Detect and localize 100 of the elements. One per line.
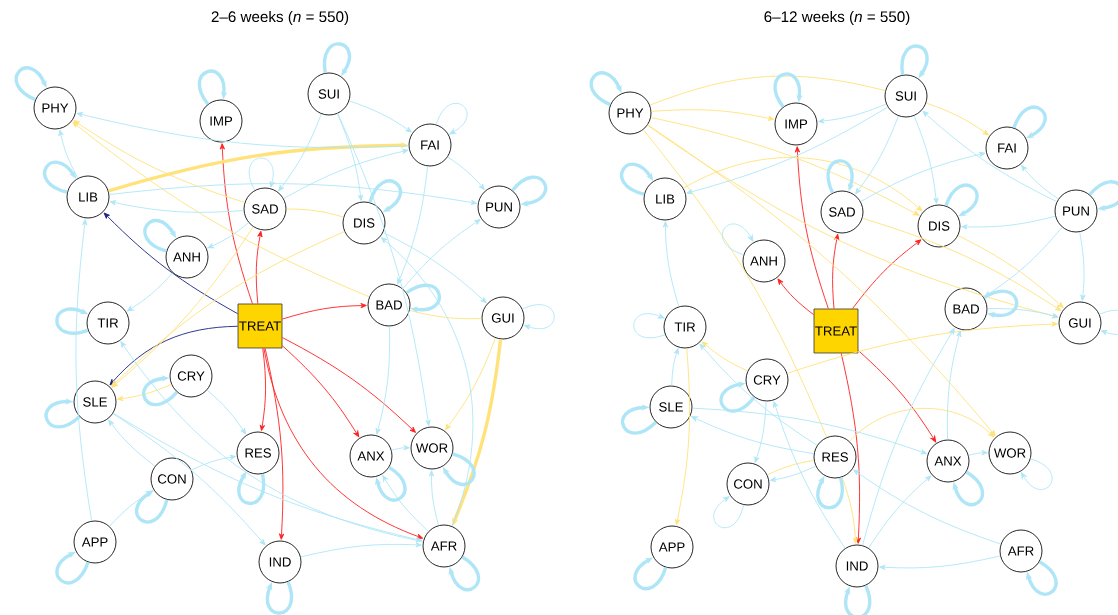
arrow (692, 407, 927, 455)
arrow (683, 157, 923, 212)
arrow (108, 183, 478, 205)
arrow (794, 146, 829, 310)
arrow (117, 384, 172, 402)
arrow (283, 148, 409, 199)
loop-arrow (248, 157, 275, 191)
arrow (219, 143, 253, 305)
arrow (832, 233, 840, 310)
arrow (651, 109, 775, 121)
loop-arrow (522, 304, 555, 330)
loop-arrow (135, 490, 169, 524)
arrow (109, 200, 244, 213)
loop-arrow (143, 219, 177, 253)
arrow (860, 151, 986, 202)
arrow (445, 337, 496, 431)
arrow (126, 272, 174, 312)
arrow (337, 113, 431, 426)
loop-arrow (1012, 105, 1047, 139)
loop-arrow (1020, 458, 1053, 490)
loop-arrow (448, 555, 480, 592)
arrow (852, 239, 922, 310)
loop-arrow (633, 313, 666, 339)
arrow (281, 337, 416, 433)
arrow (259, 347, 266, 431)
arrow (987, 308, 1059, 319)
arrow (206, 389, 247, 435)
arrow (72, 121, 370, 298)
arrow (1021, 165, 1059, 200)
loop-arrow (773, 72, 803, 108)
arrow (264, 347, 285, 540)
loop-arrow (843, 585, 872, 615)
arrow (968, 450, 988, 456)
arrow (103, 212, 239, 315)
arrow (191, 454, 236, 471)
arrow (281, 345, 360, 438)
arrow (58, 129, 79, 179)
treatment-box: TREAT (237, 303, 283, 349)
arrow (278, 113, 322, 192)
treatment-box: TREAT (813, 308, 859, 354)
arrow (380, 237, 474, 527)
loop-arrow (952, 470, 984, 507)
loop-arrow (722, 223, 754, 256)
arrow (671, 348, 679, 386)
arrow (961, 215, 1056, 230)
arrow (862, 217, 1062, 312)
arrow (348, 100, 412, 133)
arrow (674, 348, 691, 526)
arrow (108, 419, 156, 467)
panel-title: 2–6 weeks (n = 550) (211, 10, 349, 26)
arrow (769, 465, 816, 483)
arrow (650, 117, 920, 216)
arrow (111, 231, 345, 387)
arrow (868, 475, 932, 549)
loop-arrow (589, 71, 622, 107)
loop-arrow (55, 307, 89, 335)
loop-arrow (511, 175, 548, 207)
arrow (337, 113, 364, 201)
loop-arrow (142, 375, 179, 407)
arrow (391, 445, 410, 451)
loop-arrow (713, 496, 744, 529)
loop-arrow (375, 466, 407, 502)
arrow (1079, 231, 1086, 301)
arrow (73, 120, 245, 203)
arrow (375, 326, 391, 435)
arrow (263, 347, 424, 539)
arrow (76, 112, 409, 148)
arrow (686, 106, 889, 195)
arrow (818, 103, 887, 124)
arrow (207, 222, 249, 249)
arrow (447, 156, 485, 191)
loop-arrow (55, 551, 90, 585)
arrow (957, 235, 1064, 309)
arrow (849, 408, 995, 442)
arrow (402, 219, 481, 290)
loop-arrow (1026, 560, 1058, 596)
arrow (841, 476, 858, 544)
arrow (984, 226, 1063, 297)
loop-arrow (197, 69, 228, 105)
loop-arrow (265, 581, 294, 615)
arrow (925, 102, 989, 136)
loop-arrow (983, 289, 1019, 319)
arrow (855, 115, 899, 195)
loop-arrow (944, 183, 979, 217)
loop-arrow (719, 381, 756, 413)
arrow (382, 232, 487, 304)
arrow (281, 302, 367, 320)
loop-arrow (14, 66, 47, 102)
loop-arrow (621, 404, 657, 435)
arrow (382, 475, 429, 532)
arrow (922, 110, 1058, 202)
arrow (428, 470, 439, 526)
arrow (862, 328, 955, 546)
arrow (111, 226, 254, 388)
loop-arrow (44, 398, 81, 429)
arrow (946, 330, 962, 440)
arrow (112, 413, 266, 546)
loop-arrow (1088, 180, 1118, 212)
arrow (75, 219, 93, 522)
arrow (701, 341, 748, 372)
